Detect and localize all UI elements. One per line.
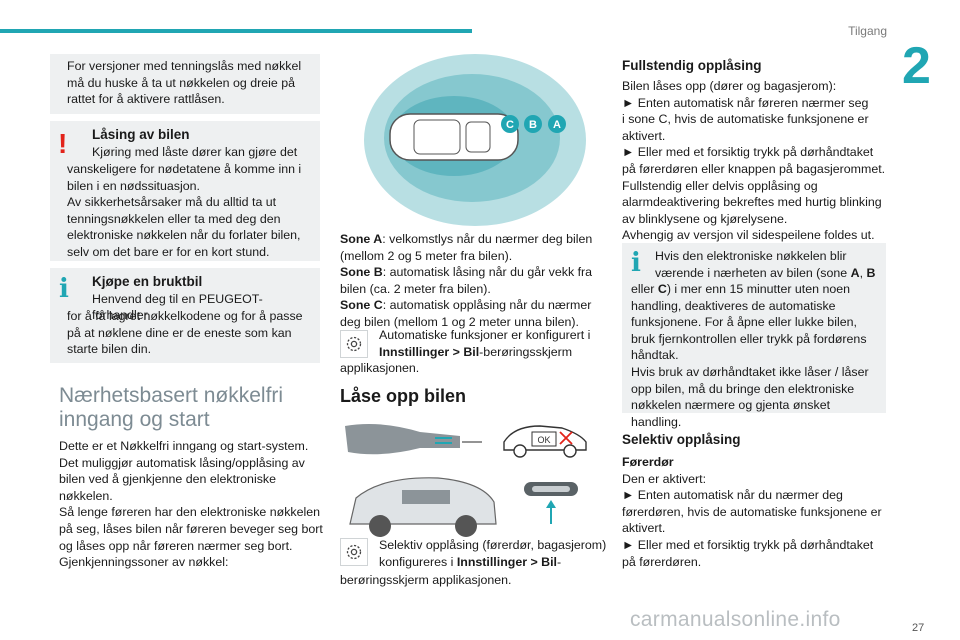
section-heading: Nærhetsbasert nøkkelfri inngang og start	[59, 384, 284, 431]
full-unlock-heading: Fullstendig opplåsing	[622, 58, 762, 73]
watermark: carmanualsonline.info	[630, 608, 841, 631]
zone-c-marker	[501, 115, 519, 133]
tip-line1: Henvend deg til en PEUGEOT-forhandler	[92, 291, 263, 323]
car-top-view-icon	[389, 113, 519, 161]
chapter-number: 2	[902, 37, 931, 95]
car-side-icon: OK	[503, 425, 587, 458]
page-number: 27	[912, 622, 925, 634]
settings-icon-2	[340, 538, 368, 566]
zone-b-label: B	[529, 119, 537, 131]
warning-title: Låsing av bilen	[92, 127, 190, 142]
driver-door-subheading: Førerdør	[622, 455, 674, 469]
settings-note-line3: applikasjonen.	[340, 361, 420, 375]
function-para: Det muliggjør automatisk låsing/opplåsin…	[59, 455, 305, 503]
info-line6: bruk fjernkontrollen eller trykk på ford…	[631, 331, 867, 346]
zone-a-label: A	[553, 119, 561, 131]
warning-line1: Kjøring med låste dører kan gjøre det	[92, 144, 298, 159]
settings-note-line2: Innstillinger > Bil-berøringsskjerm	[379, 344, 573, 359]
lock-para: Så lenge føreren har den elektroniske nø…	[59, 505, 323, 553]
tip-title: Kjøpe en bruktbil	[92, 274, 203, 289]
ok-label: OK	[537, 435, 550, 445]
warning-body2: Av sikkerhetsårsaker må du alltid ta ut …	[67, 195, 301, 259]
info-icon-2: i	[631, 248, 641, 278]
header-rule	[0, 29, 472, 33]
info-line5: funksjonene. For å åpne eller lukke bile…	[631, 315, 857, 330]
intro-para: Dette er et Nøkkelfri inngang og start-s…	[59, 439, 309, 453]
selective-note-line2: konfigureres i Innstillinger > Bil-	[379, 554, 562, 569]
warning-icon: !	[58, 128, 68, 159]
zone-c-text: Sone C: automatisk opplåsing når du nærm…	[340, 298, 592, 329]
zone-b-text: Sone B: automatisk låsing når du går vek…	[340, 265, 593, 296]
info-line10: nøkkelen nærmere og gjenta ønsket handli…	[631, 398, 831, 429]
section-title: Tilgang	[848, 24, 887, 38]
zone-c-label: C	[506, 119, 514, 131]
door-handle-illustration	[345, 424, 482, 455]
note-box: For versjoner med tenningslås med nøkkel…	[50, 54, 320, 114]
info-icon: i	[59, 274, 69, 304]
car-rear-illustration	[349, 477, 497, 537]
zones-intro: Gjenkjenningssoner av nøkkel:	[59, 555, 229, 570]
info-line1: Hvis den elektroniske nøkkelen blir	[655, 249, 847, 263]
settings-icon	[340, 330, 368, 358]
settings-note-line1: Automatiske funksjoner er konfigurert i	[379, 328, 591, 342]
selective-unlock-text: Førerdør Den er aktivert: ► Enten automa…	[622, 454, 892, 570]
tailgate-button-illustration	[524, 482, 578, 524]
info-line8: Hvis bruk av dørhåndtaket ikke låser / l…	[631, 364, 869, 379]
unlock-heading: Låse opp bilen	[340, 386, 467, 406]
selective-unlock-heading: Selektiv opplåsing	[622, 432, 741, 447]
zone-a-text: Sone A: velkomstlys når du nærmer deg bi…	[340, 232, 593, 263]
warning-box: ! Låsing av bilen Kjøring med låste døre…	[50, 121, 320, 261]
note-text: For versjoner med tenningslås med nøkkel…	[67, 59, 302, 107]
selective-note-line1: Selektiv opplåsing (førerdør, bagasjerom…	[379, 538, 607, 552]
info-line4: handling, deaktiveres de automatiske	[631, 298, 836, 313]
info-line7: håndtak.	[631, 348, 679, 363]
zones-illustration: C B A	[364, 54, 586, 226]
tip-box: i Kjøpe en bruktbil Henvend deg til en P…	[50, 268, 320, 363]
tip-body: for å få lagret nøkkelkodene og for å pa…	[67, 309, 303, 357]
zone-a-marker	[548, 115, 566, 133]
inactivity-info-box: i Hvis den elektroniske nøkkelen blir væ…	[622, 243, 886, 429]
full-unlock-text: Bilen låses opp (dører og bagasjerom): ►…	[622, 79, 886, 243]
info-line3: eller C) i mer enn 15 minutter uten noen	[631, 282, 851, 296]
selective-note-line3: berøringsskjerm applikasjonen.	[340, 573, 512, 587]
info-line9: opp bilen, må du bringe den elektroniske	[631, 381, 855, 396]
warning-body: vanskeligere for nødetatene å komme inn …	[67, 162, 302, 193]
info-line2: værende i nærheten av bilen (sone A, B	[655, 265, 876, 280]
zone-b-marker	[524, 115, 542, 133]
